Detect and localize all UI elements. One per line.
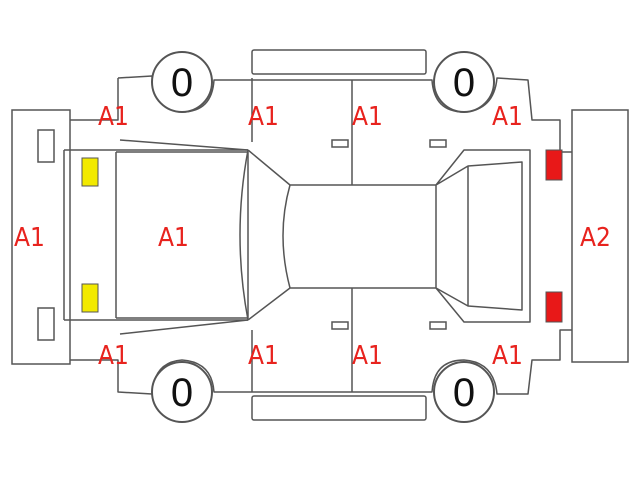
rear-lamp-right (545, 291, 563, 323)
grade-rear-left-quarter: A1 (492, 102, 523, 132)
door-handle (331, 321, 349, 330)
right-side-skirt (251, 395, 427, 421)
grade-hood: A1 (158, 223, 189, 253)
front-lamp-left (81, 157, 99, 187)
left-side-skirt (251, 49, 427, 75)
door-handle (331, 139, 349, 148)
door-handle (429, 139, 447, 148)
tire-front-right (433, 51, 495, 113)
body-outline (63, 75, 572, 395)
grade-front-bumper: A1 (14, 223, 45, 253)
grade-rear-left-door: A1 (352, 102, 383, 132)
rear-bumper (571, 109, 629, 363)
tire-rear-right (433, 361, 495, 423)
tire-rear-left (151, 361, 213, 423)
rear-lamp-left (545, 149, 563, 181)
cabin-outline (119, 78, 531, 392)
tire-front-right-value: 0 (453, 61, 475, 105)
tire-rear-right-value: 0 (453, 371, 475, 415)
grade-front-left-fender: A1 (98, 102, 129, 132)
grade-front-right-door: A1 (248, 341, 279, 371)
tire-front-left (151, 51, 213, 113)
grade-rear-right-door: A1 (352, 341, 383, 371)
front-lamp-right (81, 283, 99, 313)
grade-front-left-door: A1 (248, 102, 279, 132)
front-bumper (11, 109, 71, 365)
grade-front-right-fender: A1 (98, 341, 129, 371)
tire-front-left-value: 0 (171, 61, 193, 105)
tire-rear-left-value: 0 (171, 371, 193, 415)
hood-outline (115, 151, 249, 319)
grade-rear-right-quarter: A1 (492, 341, 523, 371)
grade-rear-bumper: A2 (580, 223, 611, 253)
door-handle (429, 321, 447, 330)
